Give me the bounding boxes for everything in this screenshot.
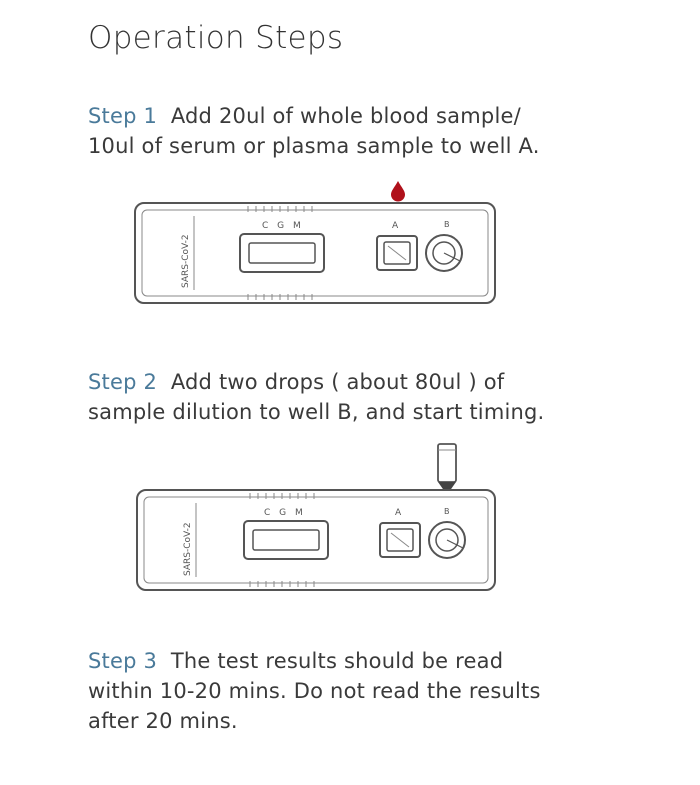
cassette-side-label: SARS-CoV-2	[183, 522, 193, 576]
step-3-label: Step 3	[88, 649, 158, 673]
step-1-text: Step 1 Add 20ul of whole blood sample/ 1…	[88, 101, 540, 161]
step-3-instruction: The test results should be read	[170, 649, 504, 673]
test-cassette-step-1: SARS-CoV-2 C G M A B	[134, 181, 496, 304]
well-a-label: A	[392, 221, 399, 231]
cassette-side-label: SARS-CoV-2	[181, 234, 191, 288]
step-2-line-2: sample dilution to well B, and start tim…	[88, 400, 545, 424]
step-3-line-2: within 10-20 mins. Do not read the resul…	[88, 679, 541, 703]
blood-drop-icon	[391, 181, 405, 202]
step-3-text: Step 3 The test results should be read w…	[88, 646, 541, 736]
well-b-label: B	[444, 220, 450, 229]
step-1-line-2: 10ul of serum or plasma sample to well A…	[88, 134, 540, 158]
step-1-label: Step 1	[88, 104, 158, 128]
top-tick-marks	[247, 206, 313, 300]
step-2-instruction: Add two drops ( about 80ul ) of	[170, 370, 505, 394]
step-3-line-1: Step 3 The test results should be read	[88, 646, 541, 676]
window-label: C G M	[264, 508, 306, 518]
step-1-instruction: Add 20ul of whole blood sample/	[170, 104, 521, 128]
dropper-icon	[437, 443, 457, 492]
page-title: Operation Steps	[88, 20, 344, 56]
well-a-label: A	[395, 508, 402, 518]
test-cassette-step-2: SARS-CoV-2 C G M A B	[136, 443, 496, 591]
step-3-line-3: after 20 mins.	[88, 709, 238, 733]
step-2-line-1: Step 2 Add two drops ( about 80ul ) of	[88, 367, 544, 397]
step-2-text: Step 2 Add two drops ( about 80ul ) of s…	[88, 367, 544, 427]
window-label: C G M	[262, 221, 304, 231]
well-b-label: B	[444, 507, 450, 516]
step-2-label: Step 2	[88, 370, 158, 394]
step-1-line-1: Step 1 Add 20ul of whole blood sample/	[88, 101, 540, 131]
